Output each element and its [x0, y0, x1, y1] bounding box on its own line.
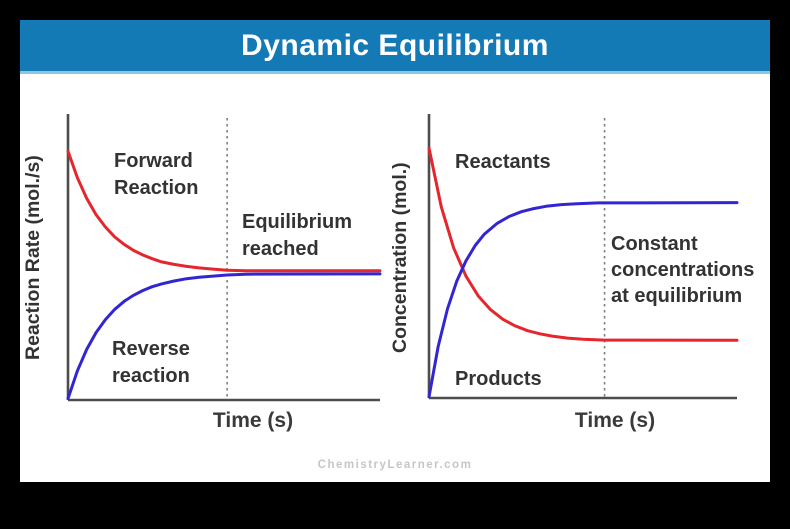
concentration-x-axis-label: Time (s): [574, 409, 656, 432]
reaction-rate-x-axis-label: Time (s): [212, 409, 294, 432]
forward-reaction-label: Forward Reaction: [114, 150, 199, 199]
reaction-rate-chart: [66, 114, 382, 402]
reaction-rate-y-axis-label: Reaction Rate (mol./s): [22, 155, 44, 361]
page-title: Dynamic Equilibrium: [241, 28, 549, 62]
reverse-reaction-label: Reverse reaction: [112, 338, 190, 387]
title-banner: Dynamic Equilibrium: [20, 20, 770, 74]
watermark: ChemistryLearner.com: [317, 459, 473, 471]
concentration-chart: [427, 114, 739, 400]
products-label: Products: [455, 368, 542, 390]
equilibrium-reached-annotation: Equilibrium reached: [242, 211, 352, 260]
reactants-curve: [427, 146, 739, 342]
products-curve: [427, 201, 739, 399]
content-panel: [20, 20, 770, 482]
concentration-y-axis-label: Concentration (mol.): [389, 162, 411, 354]
constant-concentrations-annotation: Constant concentrations at equilibrium: [611, 233, 755, 307]
forward-reaction-curve: [66, 149, 382, 273]
reactants-label: Reactants: [455, 151, 551, 173]
reverse-reaction-curve: [66, 272, 382, 401]
